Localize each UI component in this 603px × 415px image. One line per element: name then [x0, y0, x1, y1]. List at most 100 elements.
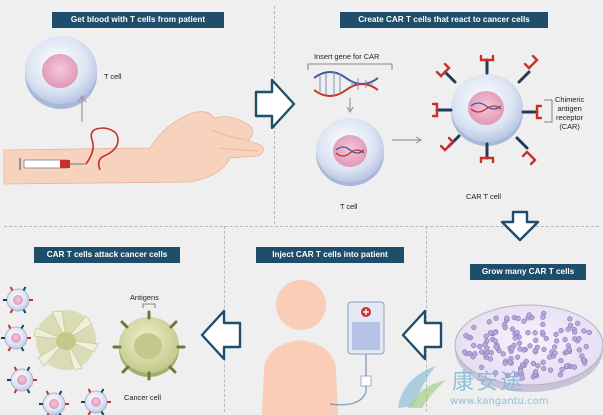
dish-cell: [483, 333, 489, 339]
arrow-step3-to-step4: [401, 309, 443, 361]
attacking-car-t-cell: [1, 324, 31, 352]
dish-cell: [504, 315, 510, 321]
dish-cell: [540, 314, 546, 320]
dish-cell: [500, 351, 506, 357]
dish-cell: [525, 330, 531, 336]
dish-cell: [516, 340, 523, 346]
patient-figure: [262, 280, 338, 415]
dish-cell: [567, 316, 573, 322]
dish-cell: [513, 371, 520, 378]
dish-cell: [471, 324, 477, 331]
dish-cell: [540, 321, 546, 328]
attacked-cancer-cell: [33, 310, 99, 371]
watermark-logo: [392, 362, 452, 412]
dish-cell: [518, 368, 524, 374]
dish-cell: [539, 329, 546, 336]
dish-cell: [533, 337, 539, 343]
dish-cell: [534, 344, 540, 351]
dish-cell: [526, 312, 532, 318]
dish-cell: [576, 336, 582, 342]
dish-cell: [535, 363, 541, 369]
arrow-step4-to-step5: [200, 309, 242, 361]
dish-cell: [479, 349, 485, 355]
dish-cell: [509, 345, 515, 352]
petri-dish: [454, 304, 603, 392]
car-t-cell-label: CAR T cell: [466, 192, 502, 201]
panel4-title: Inject CAR T cells into patient: [256, 247, 404, 263]
dish-cell: [462, 349, 468, 355]
dish-cell: [551, 344, 558, 350]
arrow-step2-to-step3: [500, 210, 540, 242]
dish-cell: [558, 327, 564, 334]
dish-cell: [478, 364, 485, 370]
leaf-icon: [398, 366, 446, 408]
car-gene-dna: [307, 63, 393, 97]
attacking-car-t-cell: [3, 286, 33, 314]
dish-cell: [487, 330, 494, 336]
dish-cell: [540, 359, 546, 365]
dish-cell: [517, 346, 523, 352]
blood-tube: [85, 127, 119, 171]
car-label-line4: (CAR): [559, 122, 580, 131]
dish-cell: [576, 347, 582, 353]
dish-cell: [541, 365, 547, 372]
syringe: [19, 158, 86, 170]
watermark-url: www.kangantu.com: [450, 396, 549, 407]
dish-cell: [575, 320, 581, 327]
dish-cell: [541, 346, 547, 353]
watermark-cn: 康安途: [452, 370, 525, 395]
dish-cell: [571, 364, 578, 370]
dish-cell: [519, 375, 525, 381]
car-label: Chimeric antigen receptor (CAR): [555, 95, 584, 131]
dish-cell: [477, 343, 483, 350]
arm-illustration: [3, 111, 264, 185]
dish-cell: [502, 324, 508, 331]
dish-cell: [543, 335, 549, 342]
car-label-line2: antigen: [557, 104, 582, 113]
t-cell-2: [316, 118, 384, 186]
dish-cell: [514, 354, 521, 360]
t-cell-1: [25, 36, 97, 109]
arrow-step1-to-step2: [254, 78, 296, 130]
dish-cell: [507, 359, 513, 365]
dish-cell: [558, 357, 564, 364]
dish-cell: [487, 356, 494, 362]
car-label-line1: Chimeric: [555, 95, 585, 104]
dish-cell: [527, 343, 533, 349]
dish-cell: [463, 332, 469, 339]
dish-cell: [581, 328, 587, 334]
attacking-car-t-cell: [39, 390, 69, 415]
dish-cell: [504, 372, 511, 379]
dish-cell: [565, 326, 571, 332]
t-cell-label-2: T cell: [340, 202, 358, 211]
dish-cell: [521, 318, 527, 324]
cancer-cell: [112, 303, 186, 381]
dish-cell: [493, 315, 499, 321]
dish-cell: [563, 363, 570, 369]
attacking-car-t-cell: [7, 366, 37, 394]
dish-cell: [553, 338, 560, 344]
dish-cell: [471, 342, 477, 349]
t-cell-label-1: T cell: [104, 72, 122, 81]
dish-cell: [519, 362, 526, 368]
dish-cell: [486, 319, 492, 325]
dish-cell: [492, 329, 498, 336]
dish-cell: [492, 338, 498, 344]
dish-cell: [579, 353, 585, 359]
dish-cell: [559, 366, 565, 373]
iv-bag: [329, 301, 385, 406]
antigens-label: Antigens: [130, 293, 159, 302]
dish-cell: [492, 370, 499, 376]
dish-cell: [532, 330, 538, 336]
panel2-title: Create CAR T cells that react to cancer …: [340, 12, 548, 28]
divider-vertical-bottom-right: [426, 226, 427, 412]
dish-cell: [493, 343, 499, 350]
dish-cell: [515, 315, 521, 322]
dish-cell: [553, 331, 559, 338]
dish-cell: [566, 346, 572, 353]
dish-cell: [530, 360, 537, 367]
dish-cell: [557, 371, 564, 378]
cancer-cell-label: Cancer cell: [124, 393, 161, 402]
dish-cell: [472, 351, 478, 357]
